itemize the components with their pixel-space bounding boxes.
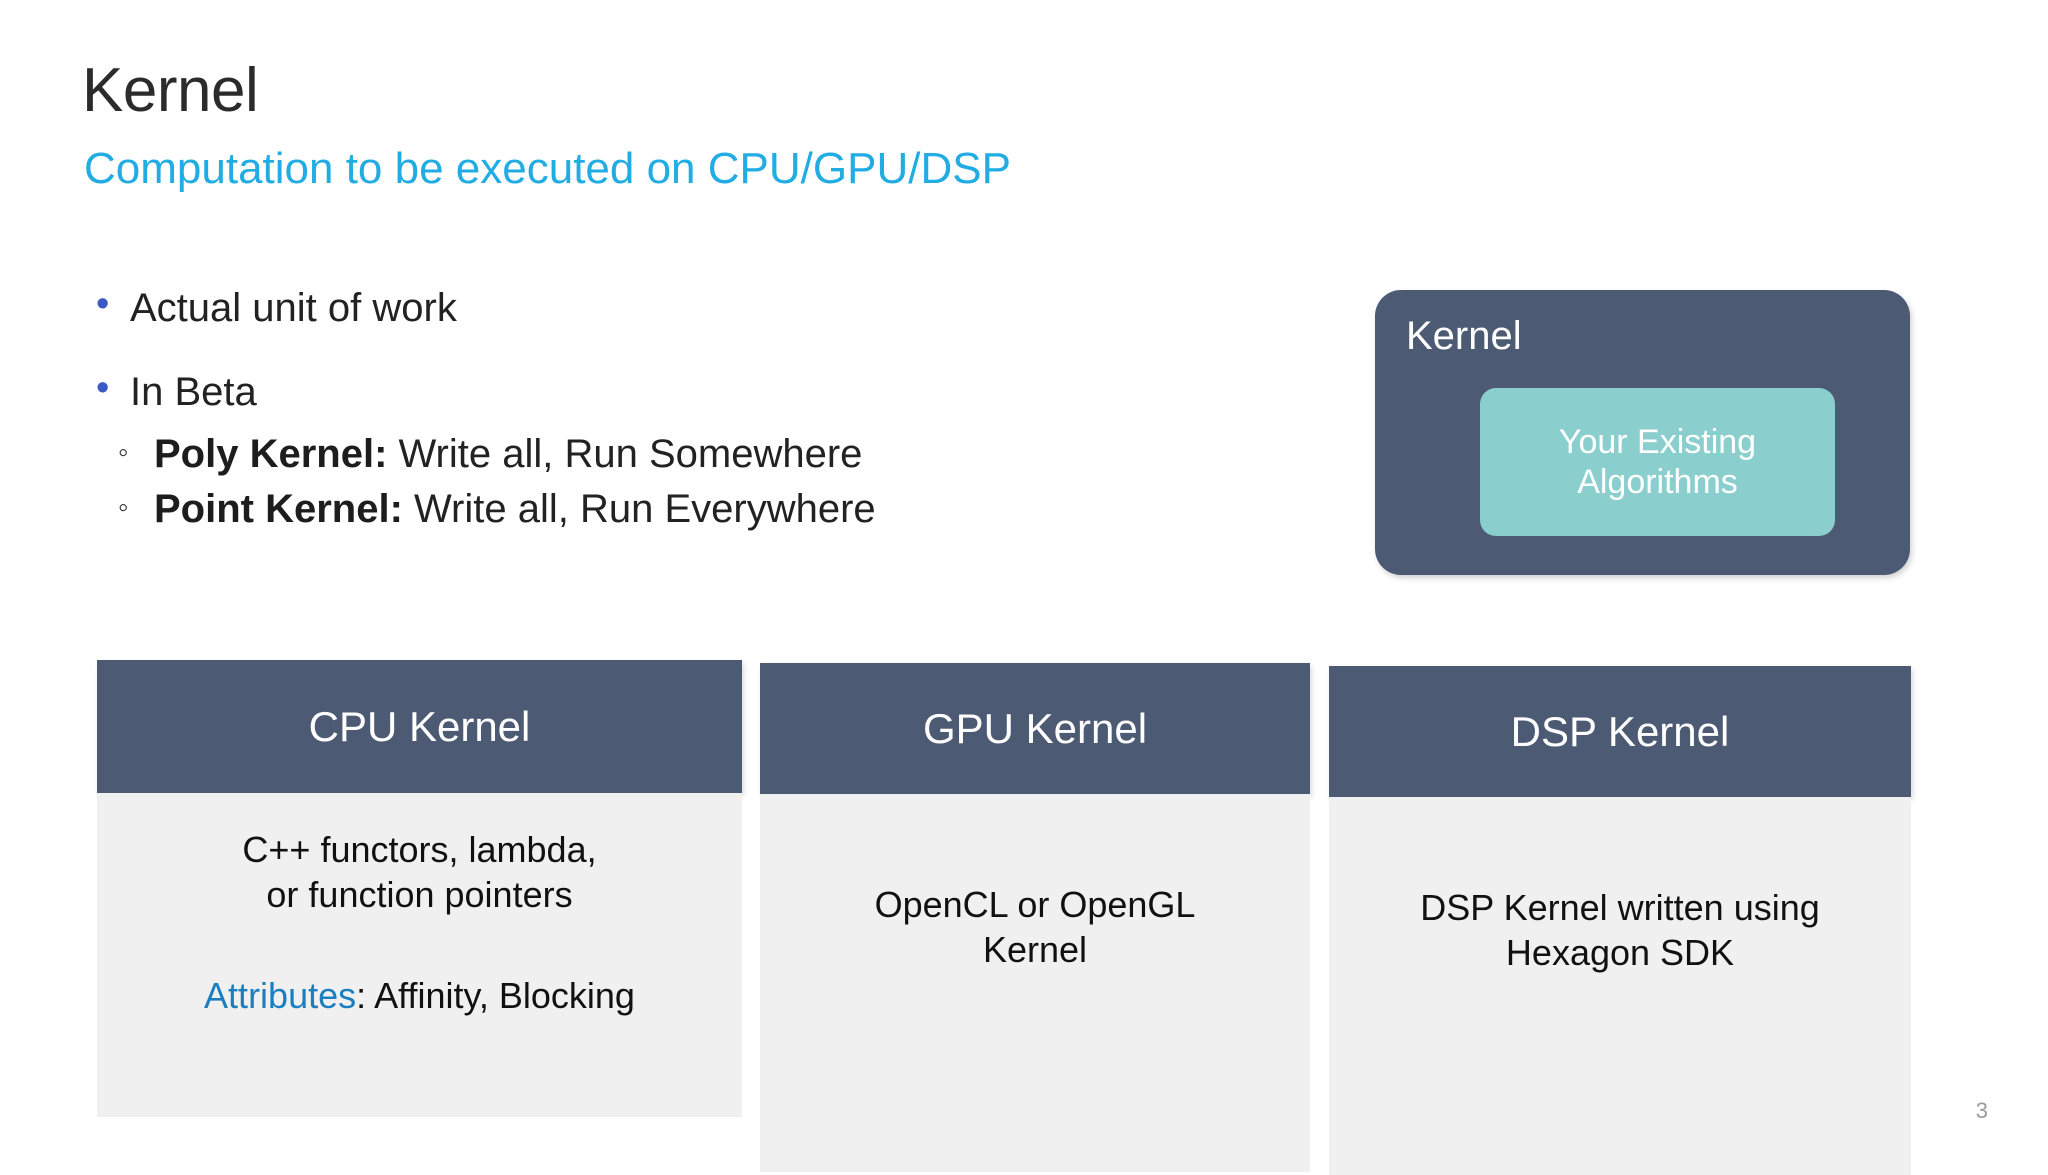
page-title: Kernel xyxy=(82,56,259,125)
cpu-attributes-value: : Affinity, Blocking xyxy=(356,975,635,1016)
column-header-cpu: CPU Kernel xyxy=(97,660,742,793)
cpu-attributes-key: Attributes xyxy=(204,975,357,1016)
sub-bullet-point-kernel: Point Kernel: Write all, Run Everywhere xyxy=(92,484,1232,535)
sub-bullet-text: Write all, Run Somewhere xyxy=(387,432,863,476)
column-header-dsp: DSP Kernel xyxy=(1329,666,1911,797)
kernel-diagram-card: Kernel Your Existing Algorithms xyxy=(1375,290,1910,575)
bullet-text: In Beta xyxy=(130,370,257,414)
kernel-diagram-outer-label: Kernel xyxy=(1406,314,1522,358)
bullet-in-beta: In Beta xyxy=(92,367,1232,415)
cpu-body-line-1: C++ functors, lambda, xyxy=(242,829,597,870)
cpu-attributes-line: Attributes: Affinity, Blocking xyxy=(97,973,742,1018)
gpu-body-line-2: Kernel xyxy=(982,929,1088,970)
dsp-body-text: DSP Kernel written using Hexagon SDK xyxy=(1329,885,1911,975)
page-number: 3 xyxy=(1975,1098,1988,1123)
sub-bullet-text: Write all, Run Everywhere xyxy=(402,487,876,532)
dsp-body-line-2: Hexagon SDK xyxy=(1505,932,1735,973)
dsp-body-line-1: DSP Kernel written using xyxy=(1420,887,1820,928)
column-cpu-kernel: CPU Kernel C++ functors, lambda, or func… xyxy=(97,660,742,1117)
column-body-dsp: DSP Kernel written using Hexagon SDK xyxy=(1329,797,1911,1175)
bullet-actual-unit-of-work: Actual unit of work xyxy=(92,283,1232,331)
sub-bullet-label: Point Kernel: xyxy=(154,487,403,532)
column-header-gpu: GPU Kernel xyxy=(760,663,1310,794)
gpu-body-text: OpenCL or OpenGL Kernel xyxy=(760,882,1310,972)
column-body-cpu: C++ functors, lambda, or function pointe… xyxy=(97,793,742,1117)
column-gpu-kernel: GPU Kernel OpenCL or OpenGL Kernel xyxy=(760,663,1310,1172)
column-dsp-kernel: DSP Kernel DSP Kernel written using Hexa… xyxy=(1329,666,1911,1175)
bullet-text: Actual unit of work xyxy=(130,286,457,330)
cpu-body-line-2: or function pointers xyxy=(266,874,573,915)
sub-bullet-label: Poly Kernel: xyxy=(154,432,388,476)
sub-bullet-poly-kernel: Poly Kernel: Write all, Run Somewhere xyxy=(92,429,1232,480)
bullet-list: Actual unit of work In Beta Poly Kernel:… xyxy=(92,283,1232,539)
kernel-diagram-inner-box: Your Existing Algorithms xyxy=(1480,388,1835,536)
kernel-diagram-inner-label: Your Existing Algorithms xyxy=(1558,422,1757,501)
cpu-body-text: C++ functors, lambda, or function pointe… xyxy=(97,827,742,917)
column-body-gpu: OpenCL or OpenGL Kernel xyxy=(760,794,1310,1172)
gpu-body-line-1: OpenCL or OpenGL xyxy=(874,884,1196,925)
page-subtitle: Computation to be executed on CPU/GPU/DS… xyxy=(84,144,1011,193)
